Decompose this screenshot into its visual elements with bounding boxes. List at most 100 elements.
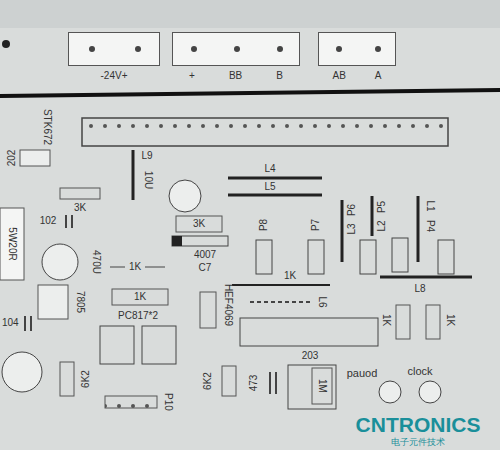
terminal-housing bbox=[68, 32, 160, 66]
resistor-symbol bbox=[312, 368, 332, 404]
regulator-7805 bbox=[38, 285, 68, 319]
optocoupler bbox=[100, 326, 134, 364]
part-value: 1K bbox=[134, 292, 146, 302]
terminal-housing bbox=[318, 32, 396, 66]
part-value: 202 bbox=[7, 150, 17, 167]
terminal-label: + bbox=[189, 70, 195, 81]
terminal-pin bbox=[277, 46, 283, 52]
power-resistor bbox=[0, 208, 24, 280]
part-name: P7 bbox=[311, 219, 321, 231]
resistor-lead bbox=[145, 267, 165, 268]
watermark: CNTRONICS bbox=[356, 414, 481, 435]
inductor-l6 bbox=[250, 301, 312, 303]
signal-name: clock bbox=[407, 366, 432, 377]
part-value: 3K bbox=[193, 219, 205, 229]
electrolytic-capacitor bbox=[2, 352, 42, 392]
inductor-l3 bbox=[341, 200, 344, 262]
inductor-l8 bbox=[380, 276, 472, 279]
part-value: 1M bbox=[317, 379, 327, 393]
part-name: P10 bbox=[163, 393, 173, 411]
terminal-label-row: -24V+ bbox=[68, 70, 160, 81]
terminal-block: +BBB bbox=[172, 32, 300, 81]
terminal-label: -24V+ bbox=[101, 70, 128, 81]
diode-symbol bbox=[172, 236, 228, 246]
terminal-block: -24V+ bbox=[68, 32, 160, 81]
inductor-l5 bbox=[228, 194, 322, 197]
part-name: STK672 bbox=[42, 109, 52, 145]
part-name: L3 bbox=[347, 223, 357, 234]
resistor-symbol bbox=[396, 305, 410, 339]
terminal-block: AB A bbox=[318, 32, 396, 81]
header-p8 bbox=[256, 240, 272, 274]
resistor-symbol bbox=[426, 305, 440, 339]
diode-band bbox=[172, 236, 182, 246]
part-name: L5 bbox=[264, 182, 275, 192]
electrolytic-capacitor bbox=[169, 180, 201, 212]
header-p5 bbox=[392, 238, 408, 272]
part-value: 1K bbox=[445, 314, 455, 326]
part-value: 473 bbox=[249, 375, 259, 392]
resistor-lead bbox=[110, 267, 125, 268]
capacitor-symbol bbox=[71, 215, 73, 228]
inductor-l2 bbox=[371, 196, 374, 236]
part-name: 7805 bbox=[75, 291, 85, 313]
part-value: 470U bbox=[91, 250, 101, 274]
stk672-footprint bbox=[82, 118, 448, 146]
capacitor-symbol bbox=[30, 316, 32, 331]
part-value: 203 bbox=[302, 351, 319, 361]
mount-hole bbox=[2, 40, 10, 48]
part-name: C7 bbox=[199, 263, 212, 273]
header-p10 bbox=[105, 396, 157, 408]
inductor-l9 bbox=[132, 150, 135, 200]
resistor-symbol bbox=[222, 366, 236, 396]
capacitor-symbol bbox=[24, 316, 26, 331]
electrolytic-capacitor bbox=[42, 244, 78, 280]
capacitor-symbol bbox=[275, 372, 277, 394]
watermark: 电子元件技术 bbox=[391, 438, 445, 447]
part-value: 104 bbox=[2, 318, 19, 328]
terminal-label: AB bbox=[332, 70, 345, 81]
led-outline bbox=[419, 381, 441, 403]
signal-name: pauod bbox=[347, 368, 378, 379]
resistor-symbol bbox=[60, 188, 100, 199]
capacitor-symbol bbox=[269, 372, 271, 394]
trimmer-202 bbox=[20, 150, 50, 166]
terminal-pin bbox=[375, 46, 381, 52]
terminal-label: BB bbox=[229, 70, 242, 81]
part-value: 10U bbox=[143, 171, 153, 189]
resistor-symbol bbox=[112, 289, 168, 305]
part-name: P6 bbox=[347, 204, 357, 216]
header-p6 bbox=[360, 240, 376, 274]
terminal-pin bbox=[89, 46, 95, 52]
terminal-label: A bbox=[375, 70, 382, 81]
part-name: L6 bbox=[317, 296, 327, 307]
led-outline bbox=[379, 381, 401, 403]
part-value: 6K2 bbox=[203, 372, 213, 390]
part-value: 6K2 bbox=[81, 370, 91, 388]
part-value: 5W20R bbox=[7, 227, 17, 260]
part-value: 4007 bbox=[194, 250, 216, 260]
terminal-pin bbox=[135, 46, 141, 52]
part-name: HEF4069 bbox=[223, 284, 233, 326]
part-name: P4 bbox=[425, 220, 435, 232]
terminal-label: B bbox=[276, 70, 283, 81]
part-name: PC817*2 bbox=[118, 311, 158, 321]
header-p4 bbox=[438, 240, 454, 274]
terminal-label-row: AB A bbox=[318, 70, 396, 81]
part-name: P5 bbox=[377, 201, 387, 213]
ic-hef4069 bbox=[240, 318, 378, 346]
part-value: 1K bbox=[129, 262, 141, 272]
part-name: L2 bbox=[377, 220, 387, 231]
terminal-pin bbox=[234, 46, 240, 52]
resistor-lead bbox=[232, 284, 330, 286]
terminal-pin bbox=[191, 46, 197, 52]
part-value: 1K bbox=[284, 271, 296, 281]
part-name: L8 bbox=[414, 284, 425, 294]
inductor-l4 bbox=[228, 177, 322, 180]
part-value: 102 bbox=[40, 216, 57, 226]
terminal-label-row: +BBB bbox=[172, 70, 300, 81]
optocoupler bbox=[142, 326, 176, 364]
resistor-symbol bbox=[176, 216, 222, 232]
